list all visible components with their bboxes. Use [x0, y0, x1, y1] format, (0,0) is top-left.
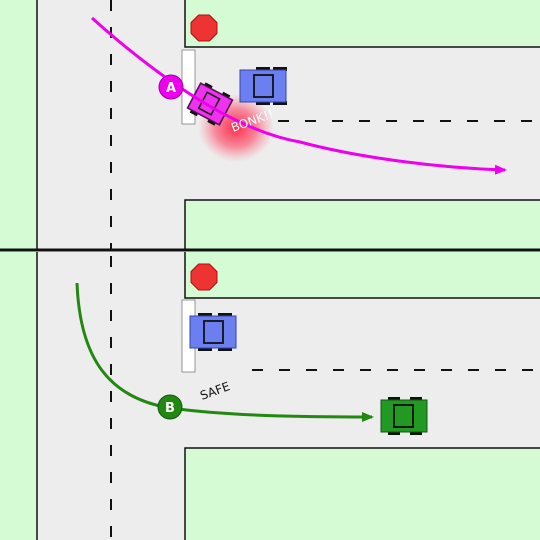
vertical-road [37, 0, 185, 250]
marker-a: A [158, 74, 184, 100]
blue-car [239, 67, 287, 105]
grass-block [0, 0, 37, 250]
grass-block [0, 252, 37, 540]
grass-block [185, 0, 540, 47]
panel-b: B SAFE [0, 252, 540, 540]
octagon-stop-sign-icon [190, 14, 218, 42]
octagon-stop-sign-icon [190, 263, 218, 291]
path-a [90, 16, 507, 175]
marker-a-label: A [166, 81, 176, 96]
green-car [380, 397, 428, 435]
road-edges [36, 252, 540, 540]
marker-b: B [157, 394, 183, 420]
horizontal-road [185, 298, 540, 448]
road-edges [36, 0, 540, 250]
blue-car [189, 313, 237, 351]
grass-block [185, 200, 540, 250]
grass-block [185, 448, 540, 540]
grass-block [185, 252, 540, 298]
marker-b-label: B [165, 401, 175, 416]
panel-a: A BONK!! [0, 0, 540, 250]
